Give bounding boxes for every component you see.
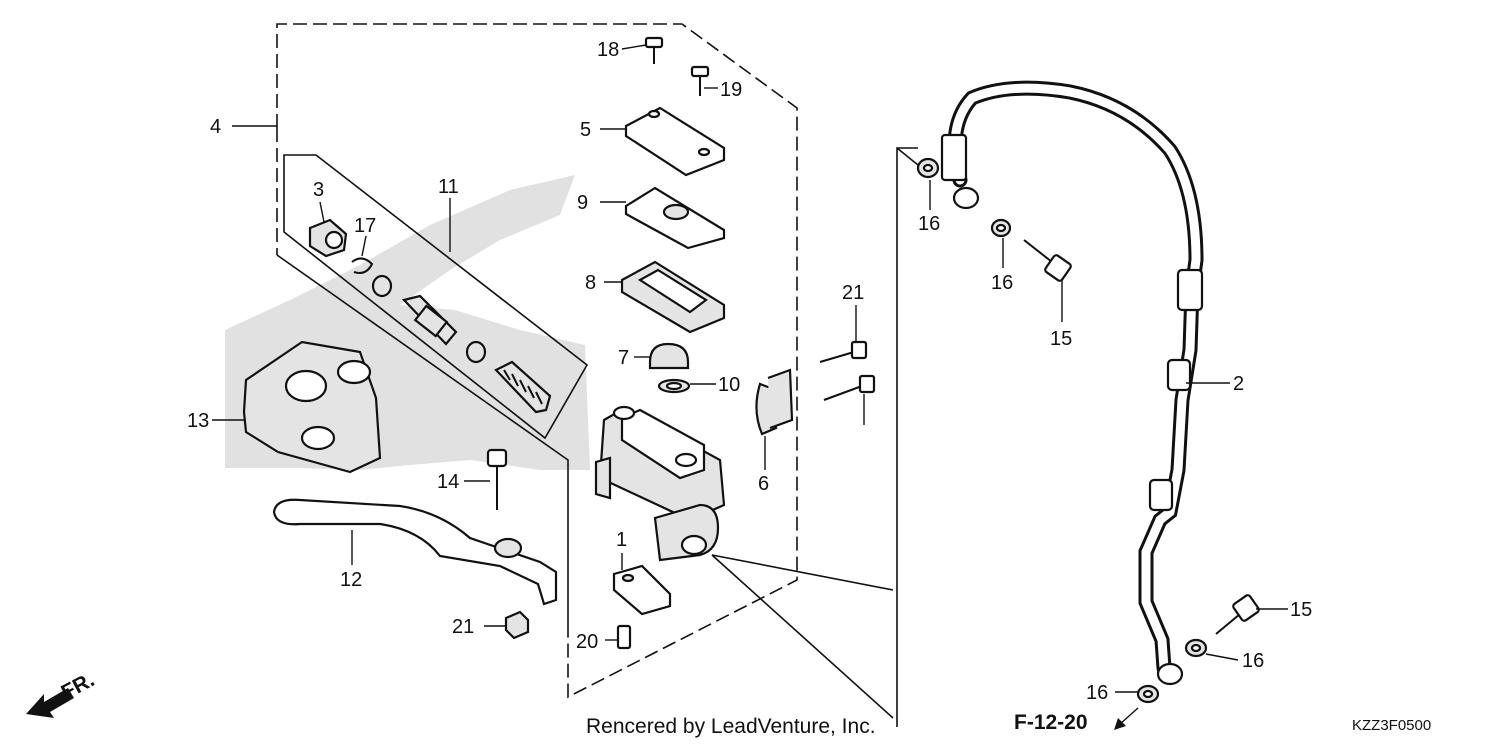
callout-2: 2 bbox=[1233, 373, 1244, 395]
plate-part-9 bbox=[624, 186, 726, 250]
brake-hose-part-2 bbox=[940, 80, 1204, 686]
leader-lines bbox=[212, 44, 1288, 693]
switch-part-1 bbox=[612, 564, 672, 616]
clamp-part-6 bbox=[755, 368, 794, 436]
washer-part-16-d bbox=[1136, 684, 1160, 704]
master-cylinder-body bbox=[594, 405, 726, 562]
assembly-boundary bbox=[276, 23, 798, 699]
bolt-part-15-upper bbox=[1023, 239, 1072, 282]
washer-part-10 bbox=[657, 378, 691, 394]
callout-18-b: 19 bbox=[720, 79, 742, 101]
screw-part-19 bbox=[616, 624, 632, 650]
callout-12: 12 bbox=[340, 569, 362, 591]
callout-13: 13 bbox=[187, 410, 209, 432]
callout-16-c: 16 bbox=[1242, 650, 1264, 672]
washer-part-16-a bbox=[916, 157, 940, 179]
bolt-part-21-lower bbox=[823, 374, 876, 401]
piston bbox=[401, 294, 458, 346]
callout-16-a: 16 bbox=[918, 213, 940, 235]
callout-15-a: 15 bbox=[1050, 328, 1072, 350]
callout-17: 17 bbox=[354, 215, 376, 237]
callout-10: 10 bbox=[718, 374, 740, 396]
diaphragm-part-8 bbox=[620, 260, 726, 334]
callout-18-a: 18 bbox=[597, 39, 619, 61]
float-part-7 bbox=[648, 342, 690, 370]
washer-part-16-b bbox=[990, 218, 1012, 238]
callout-19: 20 bbox=[576, 631, 598, 653]
nut-part-20 bbox=[504, 610, 530, 640]
callout-14: 14 bbox=[437, 471, 459, 493]
section-ref-label: F-12-20 bbox=[1014, 711, 1088, 734]
front-arrow-icon bbox=[26, 688, 74, 718]
reservoir-cap-part-5 bbox=[624, 106, 726, 177]
spring bbox=[494, 360, 552, 414]
washer-part-16-c bbox=[1184, 638, 1208, 658]
callout-15-b: 15 bbox=[1290, 599, 1312, 621]
piston-seal bbox=[371, 274, 393, 298]
piston-kit-boundary bbox=[283, 154, 589, 440]
cover-part-13 bbox=[242, 340, 382, 474]
pivot-bolt-part-14 bbox=[486, 448, 508, 510]
reference-arrow-icon bbox=[1114, 718, 1126, 730]
screw-part-18 bbox=[644, 36, 710, 96]
section-reference: F-12-20 bbox=[1014, 707, 1139, 734]
boot-part-3 bbox=[308, 218, 348, 258]
callout-20: 21 bbox=[452, 616, 474, 638]
callout-8: 8 bbox=[585, 272, 596, 294]
cup-seal bbox=[465, 340, 487, 364]
callout-6: 6 bbox=[758, 473, 769, 495]
callout-5: 5 bbox=[580, 119, 591, 141]
credit-text: Rencered by LeadVenture, Inc. bbox=[586, 715, 876, 738]
front-direction-marker: FR. bbox=[26, 668, 98, 718]
callout-4: 4 bbox=[210, 116, 221, 138]
hose-region-boundary bbox=[711, 147, 919, 727]
bolt-part-15-lower bbox=[1215, 594, 1260, 635]
callout-1: 1 bbox=[616, 529, 627, 551]
circlip-part-17 bbox=[351, 257, 374, 274]
bolt-part-21-upper bbox=[819, 340, 868, 363]
callout-11: 11 bbox=[438, 176, 459, 198]
callout-9: 9 bbox=[577, 192, 588, 214]
lever-part-12 bbox=[272, 498, 558, 606]
callout-7: 7 bbox=[618, 347, 629, 369]
callout-3: 3 bbox=[313, 179, 324, 201]
diagram-code: KZZ3F0500 bbox=[1352, 717, 1431, 734]
callout-16-b: 16 bbox=[991, 272, 1013, 294]
callout-16-d: 16 bbox=[1086, 682, 1108, 704]
callout-21-a: 21 bbox=[842, 282, 864, 304]
